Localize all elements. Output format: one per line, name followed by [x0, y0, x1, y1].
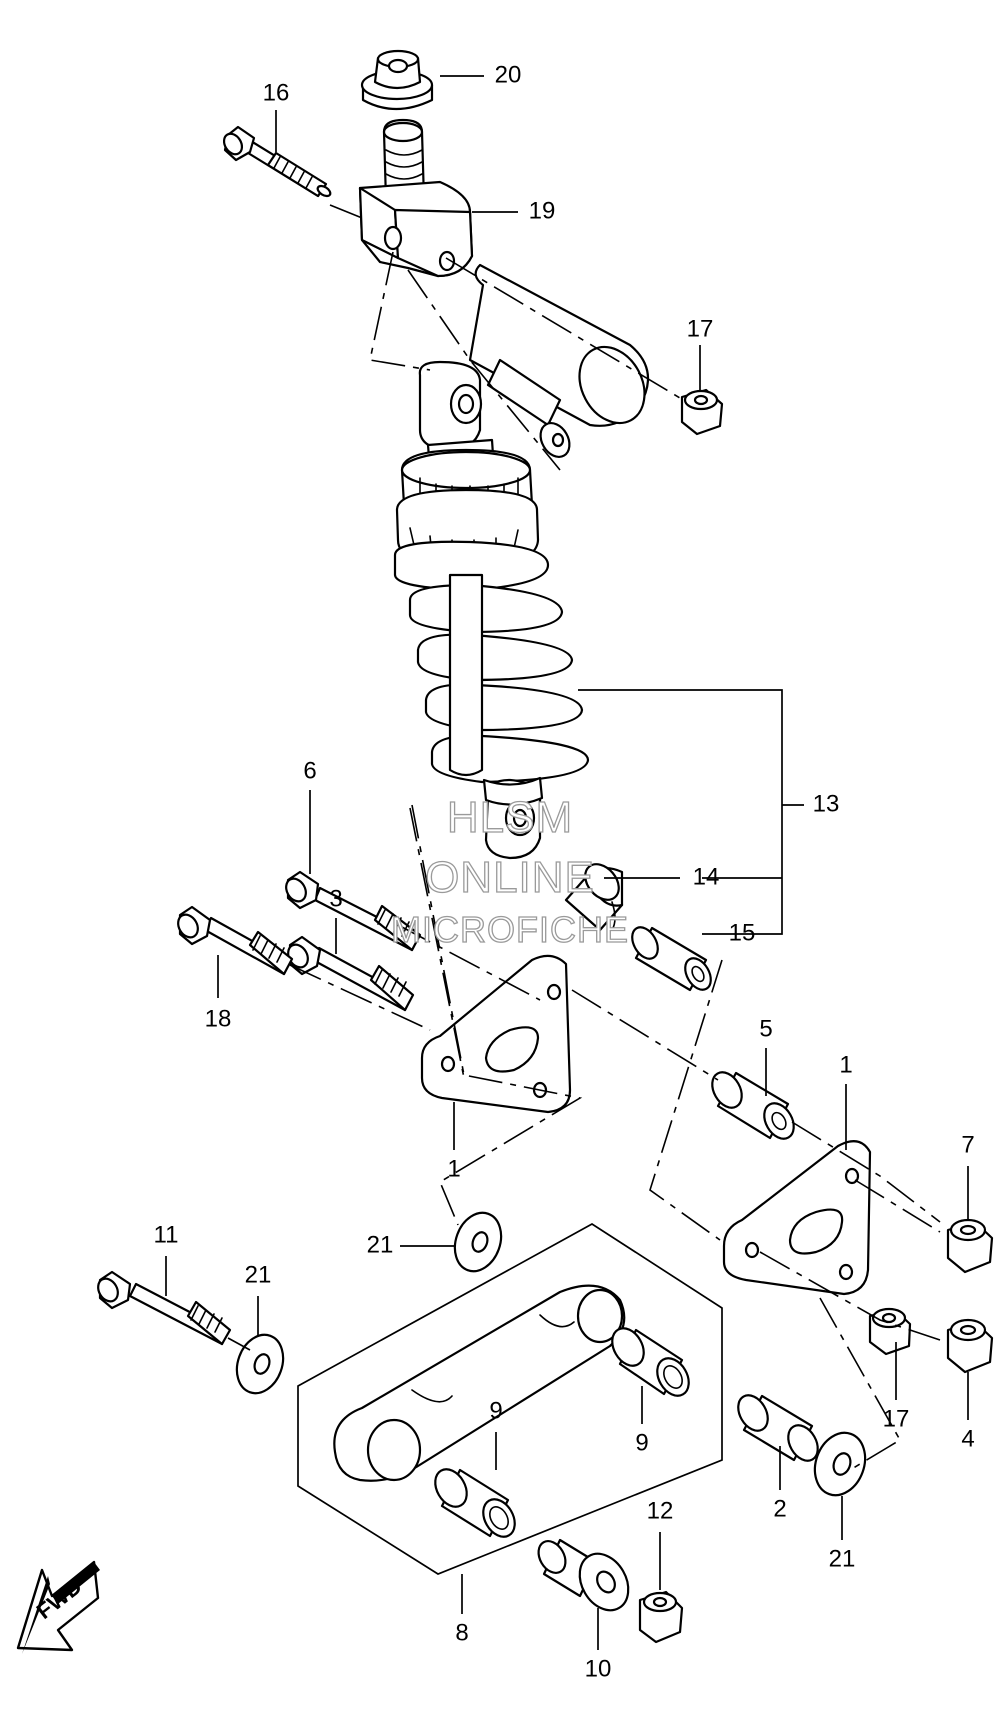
part-9-bearing-lower: [434, 1468, 516, 1538]
callout-21-b: 21: [245, 1261, 272, 1288]
part-1-right-plate: [722, 1140, 872, 1296]
callout-5: 5: [759, 1015, 772, 1042]
callout-11: 11: [154, 1221, 179, 1248]
watermark-line3: MICROFICHE: [391, 909, 629, 950]
callout-2: 2: [773, 1495, 786, 1522]
part-21-washer-a: [453, 1211, 503, 1273]
part-12-nut: [638, 1590, 684, 1644]
watermark: HLSM ONLINE MICROFICHE: [390, 792, 629, 950]
part-8-cushion-rod: [333, 1284, 626, 1482]
part-9-bearing-upper: [611, 1327, 690, 1397]
assembly-axis-lines: [227, 204, 941, 1471]
callout-12: 12: [647, 1497, 674, 1524]
callout-20: 20: [495, 61, 522, 88]
fwd-arrow-icon: FWD: [16, 1560, 100, 1654]
callout-1-left: 1: [447, 1155, 460, 1182]
callout-8: 8: [455, 1619, 468, 1646]
callout-6: 6: [303, 757, 316, 784]
part-15-spacer: [631, 926, 712, 992]
part-18-bolt: [177, 905, 294, 976]
part-20-bush: [360, 49, 434, 110]
part-7-nut: [946, 1218, 994, 1274]
part-19-clevis: [358, 118, 474, 278]
watermark-line1: HLSM: [447, 793, 573, 842]
callout-9-upper: 9: [635, 1429, 648, 1456]
part-1-left-plate: [420, 954, 572, 1114]
callout-labels: 20 16 19 17 13 14 15 6 3 18 1 5 1 7 21 1…: [154, 61, 975, 1682]
callout-17-upper: 17: [687, 315, 714, 342]
part-11-bolt: [97, 1270, 232, 1346]
part-21-washer-b: [235, 1333, 285, 1395]
part-3-bolt: [287, 935, 415, 1012]
watermark-line2: ONLINE: [425, 853, 595, 902]
callout-4: 4: [961, 1425, 974, 1452]
part-16-bolt: [222, 125, 332, 198]
callout-7: 7: [961, 1131, 974, 1158]
part-2-collar: [737, 1394, 819, 1462]
callout-13: 13: [813, 790, 840, 817]
part-17-upper-nut: [680, 388, 724, 436]
callout-19: 19: [529, 197, 556, 224]
part-10-flanged-collar: [537, 1538, 630, 1612]
part-13-shock-absorber: [393, 263, 650, 860]
part-21-washer-c: [813, 1431, 867, 1497]
part-6-bolt: [285, 870, 422, 952]
part-5-collar: [711, 1071, 795, 1140]
callout-21-c: 21: [829, 1545, 856, 1572]
callout-14: 14: [693, 863, 720, 890]
callout-21-a: 21: [367, 1231, 394, 1258]
callout-3: 3: [329, 885, 342, 912]
part-17-lower-nut: [868, 1307, 912, 1356]
callout-16: 16: [263, 79, 290, 106]
callout-17-lower: 17: [883, 1405, 910, 1432]
leader-lines: [165, 75, 969, 1650]
part-8-group-frame: [297, 1223, 723, 1575]
part-4-nut: [946, 1318, 994, 1374]
callout-15: 15: [729, 919, 756, 946]
callout-18: 18: [205, 1005, 232, 1032]
callout-1-right: 1: [839, 1051, 852, 1078]
callout-9-lower: 9: [489, 1397, 502, 1424]
callout-10: 10: [585, 1655, 612, 1682]
